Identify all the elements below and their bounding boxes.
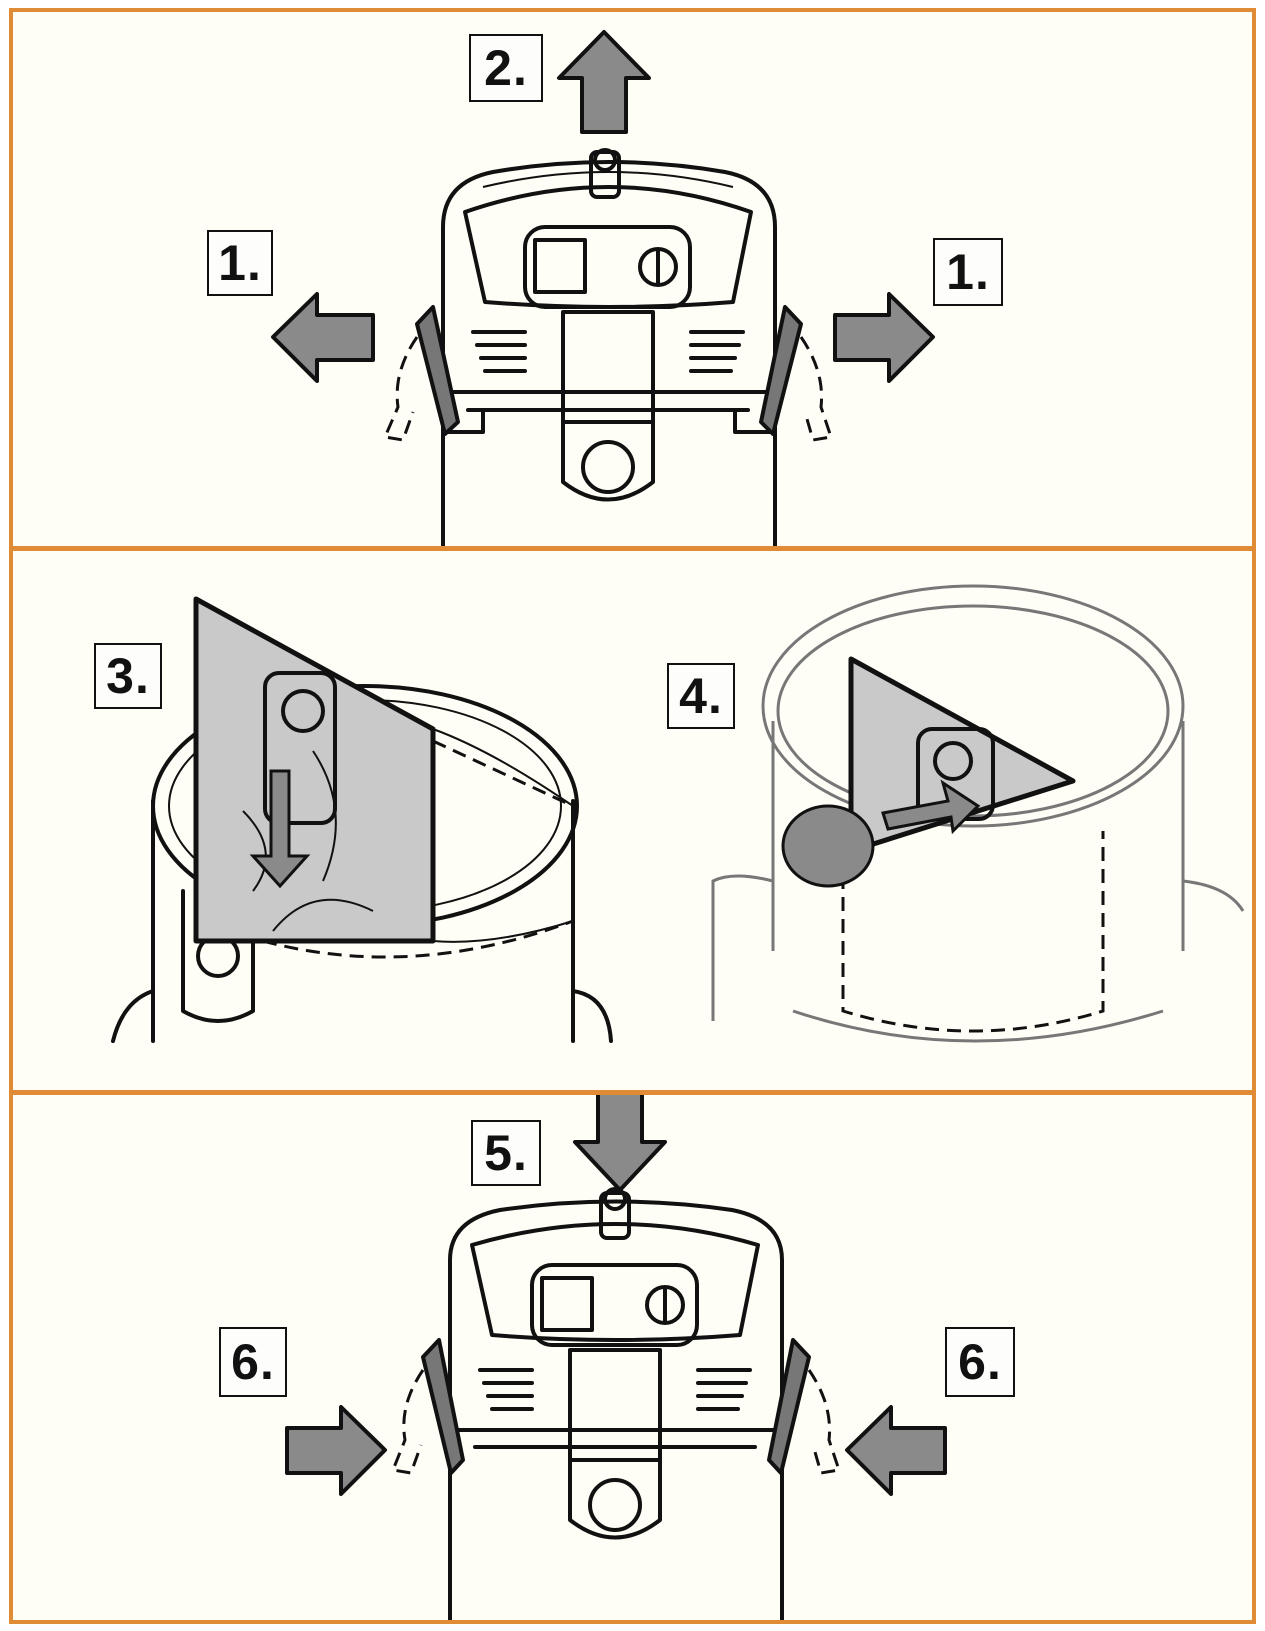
step-label-4: 4. bbox=[667, 663, 735, 729]
vacuum-head-illustration bbox=[285, 1095, 947, 1620]
step-panel-replace-bag: 3. 4. bbox=[9, 547, 1256, 1094]
step-label-2: 2. bbox=[469, 34, 543, 102]
filter-bag-illustration bbox=[111, 584, 1245, 1043]
arrow-left-icon bbox=[845, 1405, 947, 1496]
vacuum-head-icon bbox=[382, 148, 833, 546]
arrow-right-icon bbox=[285, 1405, 387, 1496]
arrow-left-icon bbox=[271, 292, 375, 383]
step-label-6-right: 6. bbox=[945, 1327, 1015, 1397]
arrow-up-icon bbox=[557, 30, 651, 134]
filter-bag-icon bbox=[193, 596, 574, 944]
arrow-down-icon bbox=[249, 769, 311, 889]
step-label-1-left: 1. bbox=[207, 230, 273, 296]
step-panel-refit-head: 5. 6. 6. bbox=[9, 1091, 1256, 1624]
vacuum-head-icon bbox=[390, 1187, 841, 1620]
arrow-right-icon bbox=[833, 292, 935, 383]
vacuum-container-icon bbox=[711, 584, 1245, 1043]
step-label-3: 3. bbox=[94, 643, 162, 709]
step-label-6-left: 6. bbox=[219, 1327, 287, 1397]
arrow-left-icon bbox=[881, 779, 981, 835]
step-label-5: 5. bbox=[471, 1120, 541, 1186]
arrow-down-icon bbox=[573, 1095, 667, 1192]
vacuum-head-illustration bbox=[271, 30, 935, 546]
step-panel-remove-head: 2. 1. 1. bbox=[9, 8, 1256, 550]
filter-bag-icon bbox=[781, 656, 1076, 888]
step-label-1-right: 1. bbox=[933, 238, 1003, 306]
